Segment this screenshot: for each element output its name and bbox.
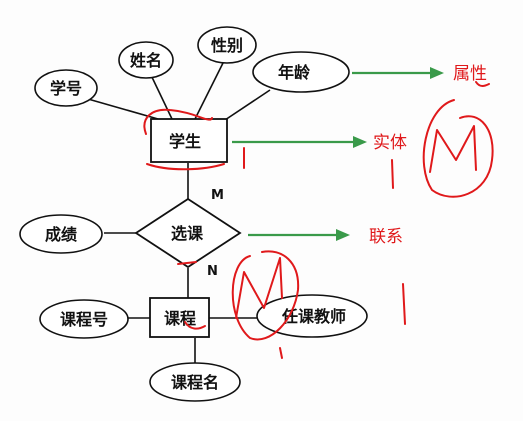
- arrow-to-entity: [232, 136, 367, 148]
- arrow-to-attribute: [352, 67, 444, 79]
- cardinality-n: N: [207, 264, 218, 279]
- student-underline-mark: [146, 163, 225, 171]
- circle-n-mark: [231, 250, 300, 341]
- arrow-to-relationship: [248, 229, 350, 241]
- label-course-name: 课程名: [171, 373, 219, 392]
- letter-n-mark: [235, 257, 283, 319]
- cardinality-m: M: [211, 188, 224, 203]
- label-student: 学生: [169, 132, 201, 151]
- annotation-attribute: 属性: [453, 64, 487, 84]
- label-teacher: 任课教师: [281, 307, 346, 326]
- annotation-entity: 实体: [373, 133, 407, 153]
- label-student-id: 学号: [50, 79, 82, 98]
- entity-course: [149, 297, 210, 338]
- circle-m-mark: [422, 99, 494, 198]
- label-enroll: 选课: [171, 224, 204, 243]
- tick-mark-5: [279, 347, 283, 359]
- entity-student: [150, 118, 228, 163]
- course-underline-mark: [184, 321, 206, 330]
- red-handwriting-marks: [143, 81, 494, 359]
- attr-course-id: [39, 299, 129, 339]
- student-circle-mark: [143, 108, 213, 135]
- attr-student-id: [34, 69, 98, 107]
- underline-attribute-mark: [475, 81, 490, 87]
- annotation-relationship: 联系: [369, 227, 403, 247]
- letter-m-mark: [429, 125, 477, 173]
- relationship-enroll: [134, 197, 242, 269]
- label-course-id: 课程号: [60, 310, 108, 329]
- tick-mark-2: [391, 159, 394, 189]
- label-age: 年龄: [278, 63, 311, 82]
- line-studentid-student: [87, 98, 159, 120]
- label-gender: 性别: [211, 36, 243, 55]
- attr-teacher: [256, 294, 368, 338]
- attr-grade: [19, 214, 103, 254]
- tick-mark-3: [177, 261, 197, 265]
- attr-course-name: [149, 362, 241, 402]
- label-grade: 成绩: [45, 225, 77, 244]
- line-age-student: [221, 89, 271, 123]
- attr-age: [252, 51, 350, 93]
- line-gender-student: [194, 56, 227, 120]
- label-name: 姓名: [130, 51, 162, 70]
- attr-name: [118, 41, 174, 79]
- label-course: 课程: [164, 309, 196, 328]
- attr-gender: [197, 26, 257, 64]
- line-name-student: [149, 72, 173, 120]
- tick-mark-4: [402, 283, 406, 325]
- connector-lines: [87, 56, 271, 363]
